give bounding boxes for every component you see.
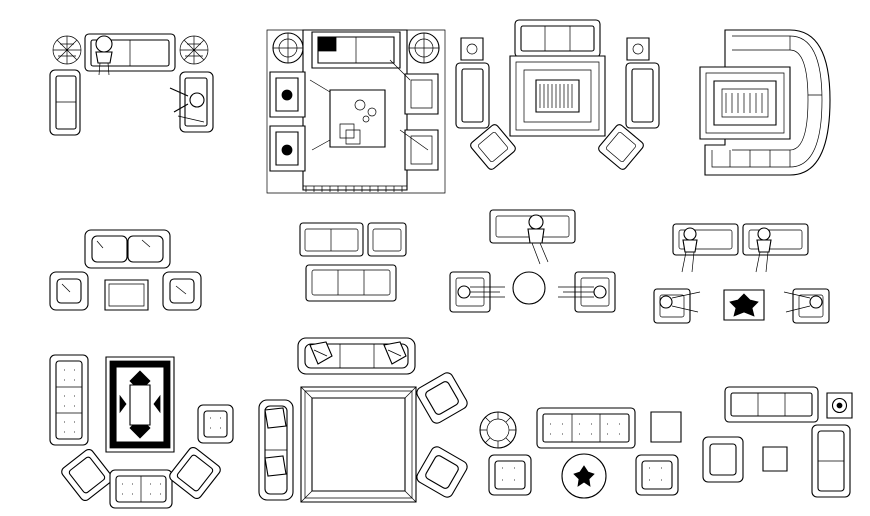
coffee-table-icon bbox=[130, 385, 150, 425]
lamp-icon bbox=[827, 393, 852, 418]
group-sofa-loveseat-armchair-lamp bbox=[703, 387, 852, 497]
group-sofa-two-chairs bbox=[300, 223, 406, 301]
group-curved-sectional-rug bbox=[700, 30, 830, 175]
armchair-icon bbox=[270, 126, 305, 171]
sofa-icon bbox=[515, 20, 600, 57]
armchair-icon bbox=[626, 63, 659, 128]
loveseat-icon bbox=[50, 70, 80, 135]
person-icon bbox=[528, 215, 548, 264]
rug-icon bbox=[301, 387, 416, 502]
armchair-icon bbox=[368, 223, 406, 256]
tufted-armchair-icon bbox=[636, 455, 678, 495]
cushion-icon bbox=[265, 456, 286, 476]
person-icon bbox=[558, 286, 606, 298]
tufted-armchair-icon bbox=[60, 448, 115, 503]
coffee-table-icon bbox=[105, 280, 148, 310]
loveseat-icon bbox=[85, 230, 170, 268]
round-table-icon bbox=[562, 454, 606, 498]
side-table-icon bbox=[273, 33, 303, 63]
armchair-icon bbox=[405, 130, 438, 170]
person-icon bbox=[682, 228, 697, 272]
rug-icon bbox=[510, 56, 605, 136]
person-icon bbox=[756, 228, 771, 272]
person-icon bbox=[170, 88, 204, 122]
side-table-icon bbox=[651, 412, 681, 442]
tufted-sofa-icon bbox=[110, 470, 172, 508]
coffee-table-icon bbox=[724, 290, 764, 320]
sofa-icon bbox=[306, 265, 396, 301]
side-table-icon bbox=[409, 33, 439, 63]
armchair-icon bbox=[270, 72, 305, 117]
armchair-icon bbox=[456, 63, 489, 128]
side-table-icon bbox=[461, 38, 483, 60]
group-two-loveseats-four-people bbox=[654, 224, 829, 323]
armchair-icon bbox=[50, 272, 88, 310]
side-table-icon bbox=[627, 38, 649, 60]
cushion-icon bbox=[265, 408, 286, 428]
person-icon bbox=[458, 286, 505, 298]
round-table-icon bbox=[513, 272, 545, 304]
armchair-icon bbox=[703, 437, 743, 482]
armchair-icon bbox=[597, 123, 645, 171]
cushion-icon bbox=[384, 342, 406, 364]
tufted-sofa-icon bbox=[50, 355, 88, 445]
group-sofa-round-table-reclined-people bbox=[450, 210, 615, 312]
group-boxed-lounge-square-rug bbox=[267, 30, 445, 193]
cushion-icon bbox=[310, 342, 332, 364]
potted-plant-icon bbox=[180, 36, 208, 64]
coffee-table-icon bbox=[330, 90, 385, 147]
armchair-icon bbox=[415, 445, 470, 500]
group-loveseat-armchairs-tea-table bbox=[50, 230, 201, 310]
loveseat-icon bbox=[812, 425, 850, 497]
side-table-icon bbox=[763, 447, 787, 471]
person-icon bbox=[660, 292, 700, 312]
tufted-sofa-icon bbox=[537, 408, 635, 448]
tufted-armchair-icon bbox=[489, 455, 531, 495]
tufted-armchair-icon bbox=[168, 446, 223, 501]
potted-plant-icon bbox=[53, 36, 81, 64]
person-icon bbox=[96, 36, 112, 75]
armchair-icon bbox=[405, 74, 438, 114]
sofa-icon bbox=[725, 387, 818, 422]
tufted-armchair-icon bbox=[198, 405, 233, 443]
group-sofa-patterned-rug-angled-chairs bbox=[456, 20, 659, 171]
person-icon bbox=[784, 292, 822, 312]
sofa-icon bbox=[300, 223, 363, 256]
armchair-icon bbox=[415, 371, 470, 426]
round-table-icon bbox=[480, 412, 516, 448]
group-sofa-square-bordered-rug bbox=[259, 338, 469, 502]
group-tufted-suite-ornate-rug bbox=[50, 355, 233, 508]
sofa-icon bbox=[312, 32, 400, 68]
armchair-icon bbox=[163, 272, 201, 310]
group-tufted-sofa-round-tables bbox=[480, 408, 681, 498]
group-sofa-two-people-armchair bbox=[50, 34, 213, 135]
armchair-icon bbox=[469, 123, 517, 171]
rug-icon bbox=[700, 67, 790, 139]
loveseat-icon bbox=[743, 224, 808, 255]
